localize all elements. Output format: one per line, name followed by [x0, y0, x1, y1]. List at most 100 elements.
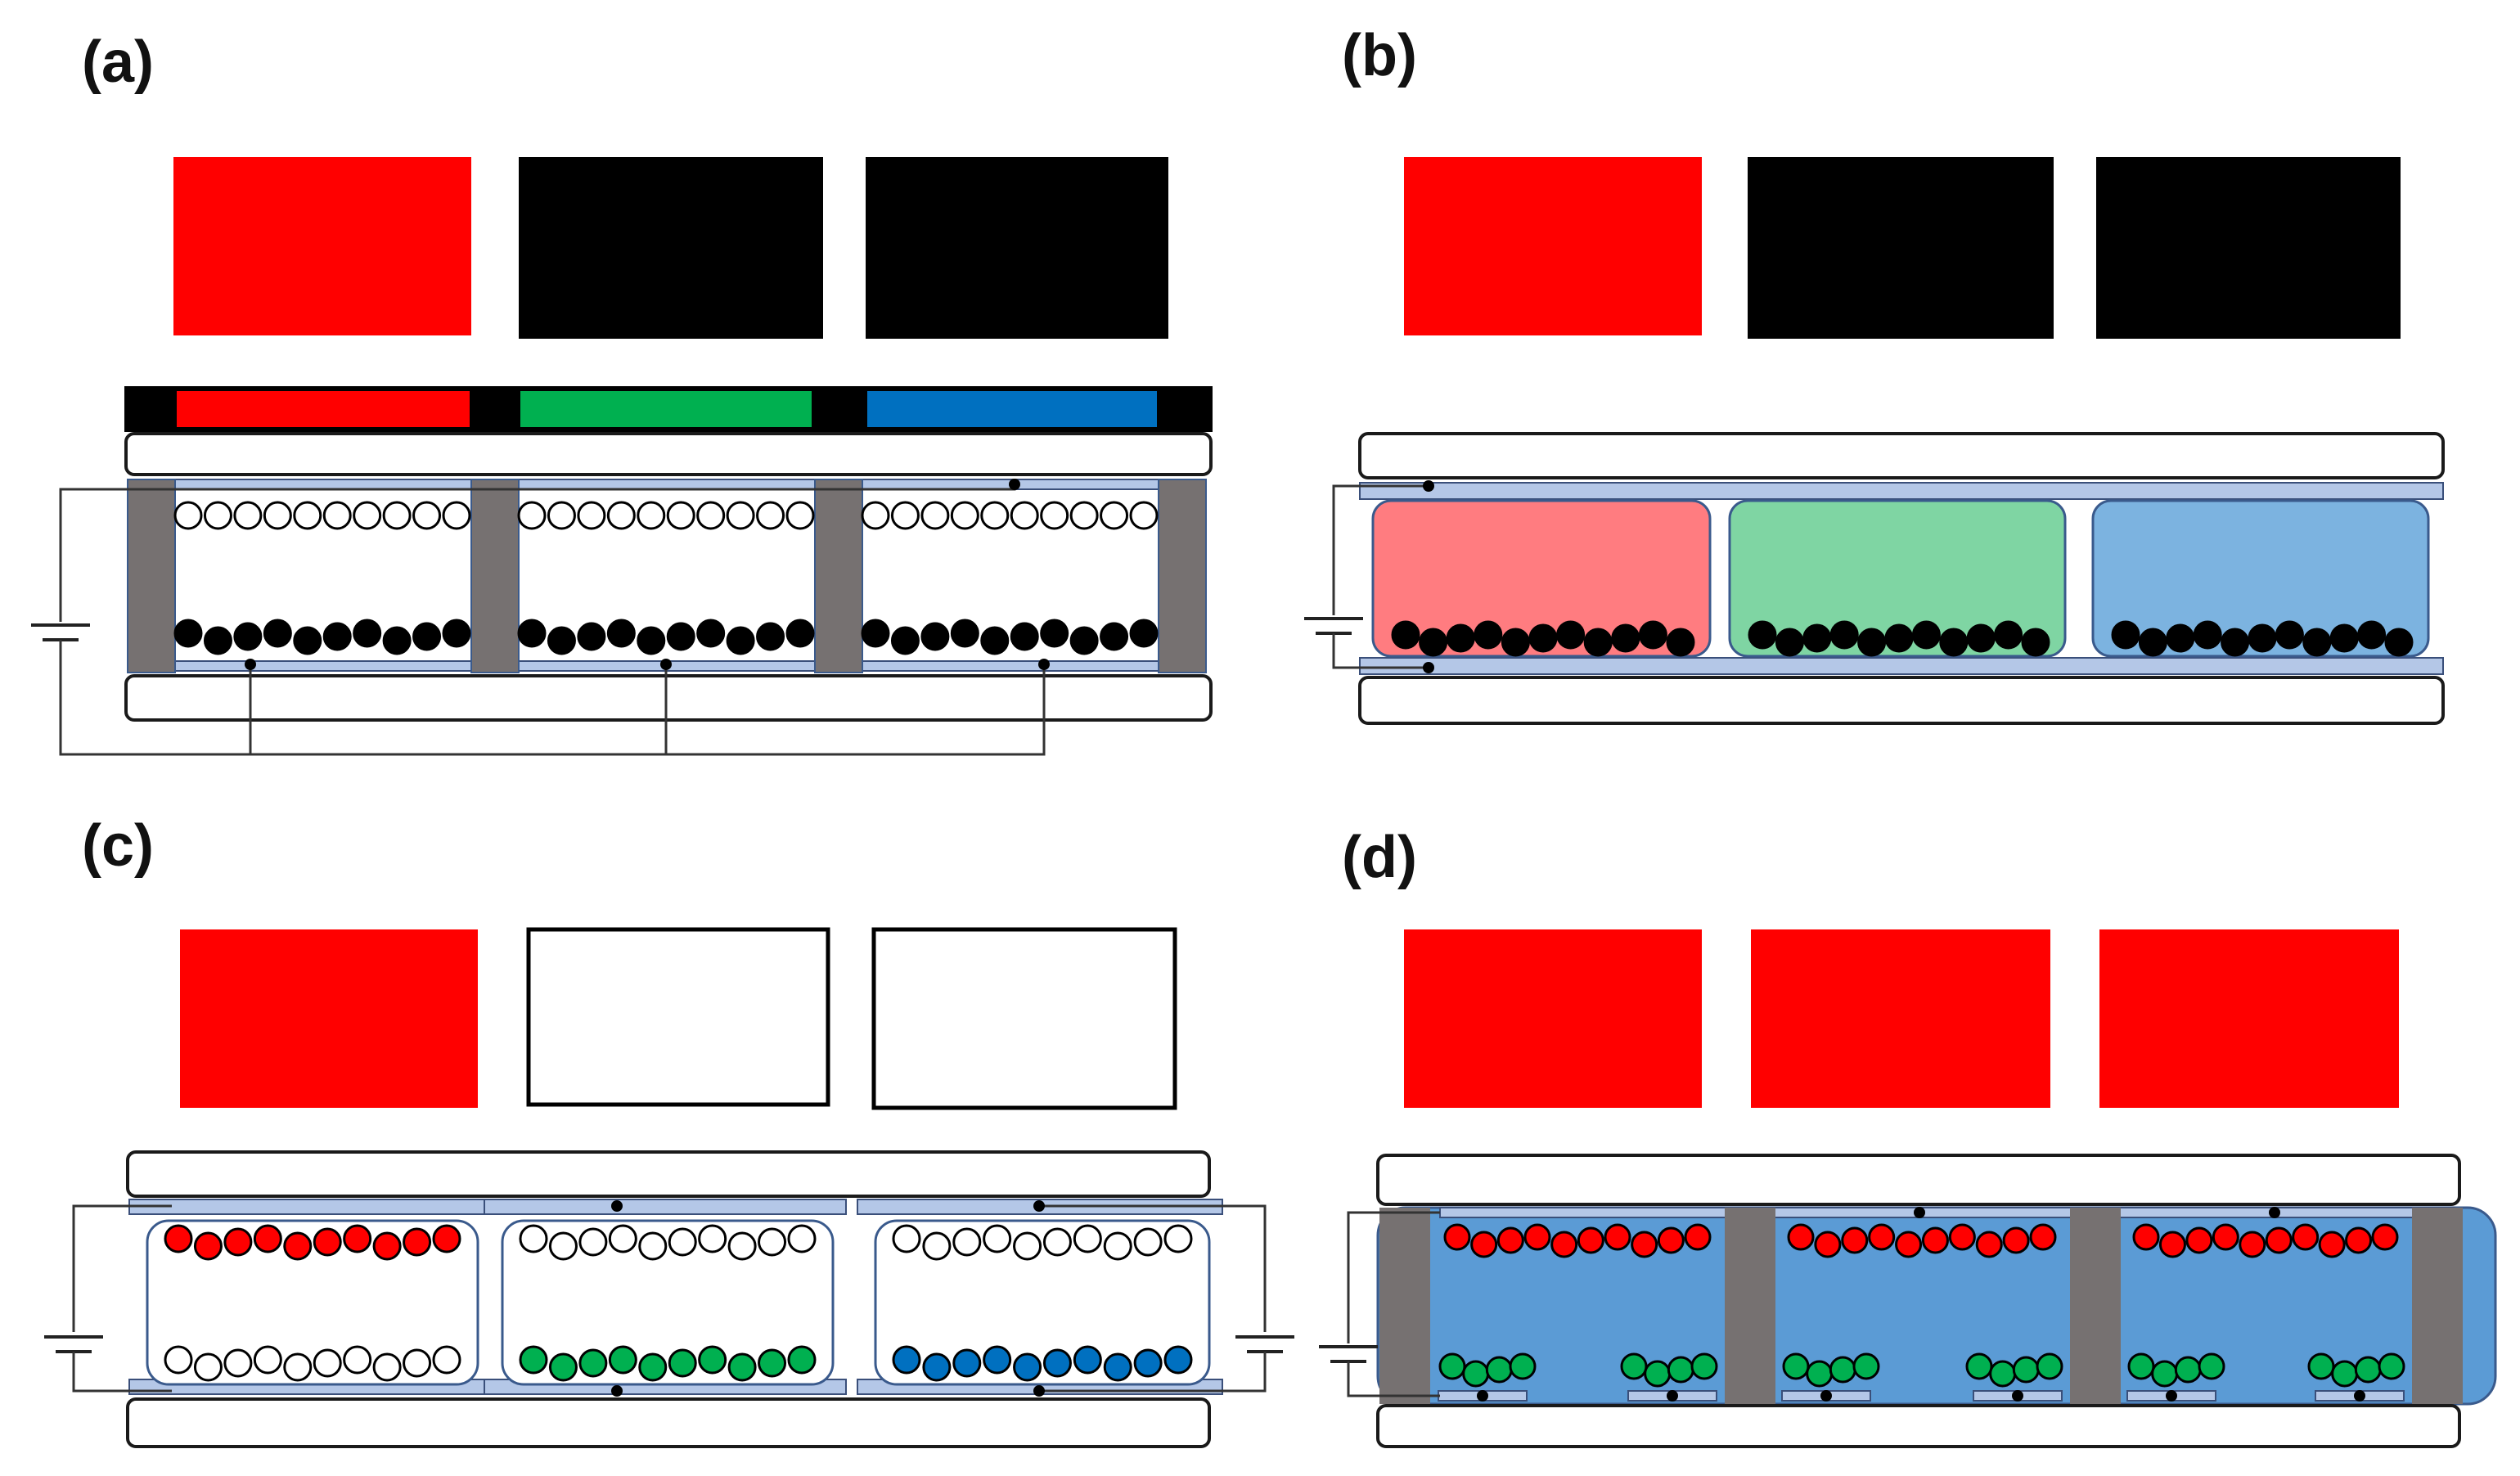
display-swatch-1 — [180, 929, 478, 1108]
circuit-node — [2269, 1207, 2280, 1218]
particle-bottom — [203, 626, 232, 655]
particle-top — [548, 1231, 578, 1261]
display-swatch-1 — [1404, 157, 1702, 335]
particle-bottom — [1474, 620, 1503, 650]
particle-top — [432, 1224, 461, 1253]
top-substrate — [124, 432, 1213, 476]
particle-top — [173, 501, 203, 530]
particle-bottom — [1829, 1356, 1856, 1384]
particle-top — [1470, 1231, 1498, 1258]
particle-top — [1010, 501, 1039, 530]
panel-d — [1319, 929, 2497, 1448]
top-substrate — [126, 1150, 1211, 1198]
particle-top — [2212, 1223, 2239, 1251]
particle-bottom — [1748, 620, 1777, 650]
particle-top — [1069, 501, 1099, 530]
particle-bottom — [547, 626, 576, 655]
particle-top — [2132, 1223, 2160, 1251]
particle-bottom — [1644, 1360, 1672, 1388]
particle-bottom — [1419, 628, 1448, 657]
particle-top — [1103, 1231, 1132, 1261]
circuit-wire-right-bottom — [1039, 1352, 1267, 1393]
circuit-node — [1667, 1390, 1678, 1402]
particle-top — [1604, 1223, 1631, 1251]
particle-bottom — [606, 619, 636, 648]
particle-bottom — [1965, 1352, 1993, 1380]
top-electrode — [1359, 482, 2444, 500]
panel-label-d: (d) — [1342, 825, 1417, 890]
circuit-node — [245, 659, 256, 670]
particle-top — [1895, 1231, 1923, 1258]
particle-bottom — [727, 1352, 757, 1382]
circuit-node — [611, 1200, 623, 1212]
particle-top — [1948, 1223, 1976, 1251]
particle-top — [1523, 1223, 1551, 1251]
panel-label-a: (a) — [82, 29, 154, 95]
particle-top — [1921, 1226, 1949, 1254]
particle-top — [322, 501, 352, 530]
particle-bottom — [1857, 628, 1887, 657]
particle-top — [920, 501, 950, 530]
particle-bottom — [1829, 620, 1859, 650]
particle-bottom — [1069, 626, 1099, 655]
particle-bottom — [983, 1345, 1012, 1375]
particle-top — [1841, 1226, 1869, 1254]
particle-top — [2345, 1226, 2373, 1254]
particle-bottom — [2248, 623, 2277, 653]
spacer-wall — [1158, 479, 1207, 673]
particle-top — [547, 501, 576, 530]
particle-bottom — [1884, 623, 1914, 653]
particle-top — [1443, 1223, 1471, 1251]
particle-bottom — [1163, 1345, 1193, 1375]
particle-bottom — [1989, 1360, 2017, 1388]
circuit-node — [1033, 1385, 1045, 1397]
particle-top — [1814, 1231, 1842, 1258]
display-swatch-2 — [519, 157, 823, 339]
color-cell — [1728, 499, 2067, 658]
particle-top — [758, 1227, 787, 1257]
particle-bottom — [2384, 628, 2414, 657]
particle-bottom — [253, 1345, 282, 1375]
particle-bottom — [892, 1345, 921, 1375]
particle-top — [353, 501, 382, 530]
panel-label-b: (b) — [1342, 23, 1417, 88]
particle-top — [2318, 1231, 2346, 1258]
particle-top — [577, 501, 606, 530]
circuit-node — [611, 1385, 623, 1397]
particle-top — [372, 1231, 402, 1261]
particle-bottom — [666, 622, 695, 651]
particle-top — [696, 501, 726, 530]
particle-bottom — [1133, 1348, 1163, 1378]
particle-bottom — [1806, 1360, 1834, 1388]
particle-top — [666, 501, 695, 530]
particle-bottom — [758, 1348, 787, 1378]
spacer-wall — [127, 479, 176, 673]
particle-bottom — [2354, 1356, 2382, 1384]
particle-top — [1496, 1226, 1524, 1254]
particle-bottom — [577, 622, 606, 651]
color-filter-green — [520, 391, 812, 427]
particle-bottom — [2329, 623, 2359, 653]
particle-top — [2265, 1226, 2293, 1254]
particle-top — [1040, 501, 1069, 530]
particle-bottom — [2021, 628, 2050, 657]
circuit-wire-left-top — [72, 1204, 172, 1332]
particle-top — [756, 501, 785, 530]
particle-top — [2002, 1226, 2030, 1254]
display-swatch-2 — [1748, 157, 2054, 339]
particle-bottom — [1994, 620, 2023, 650]
particle-bottom — [1611, 623, 1640, 653]
particle-bottom — [283, 1352, 313, 1382]
particle-top — [608, 1224, 637, 1253]
particle-bottom — [164, 1345, 193, 1375]
circuit-node — [1423, 662, 1434, 673]
particle-top — [193, 1231, 223, 1261]
particle-bottom — [1583, 628, 1613, 657]
particle-top — [983, 1224, 1012, 1253]
circuit-node — [660, 659, 672, 670]
particle-bottom — [1100, 622, 1129, 651]
particle-bottom — [293, 626, 322, 655]
particle-bottom — [1013, 1352, 1042, 1382]
top-electrode — [128, 1199, 492, 1215]
